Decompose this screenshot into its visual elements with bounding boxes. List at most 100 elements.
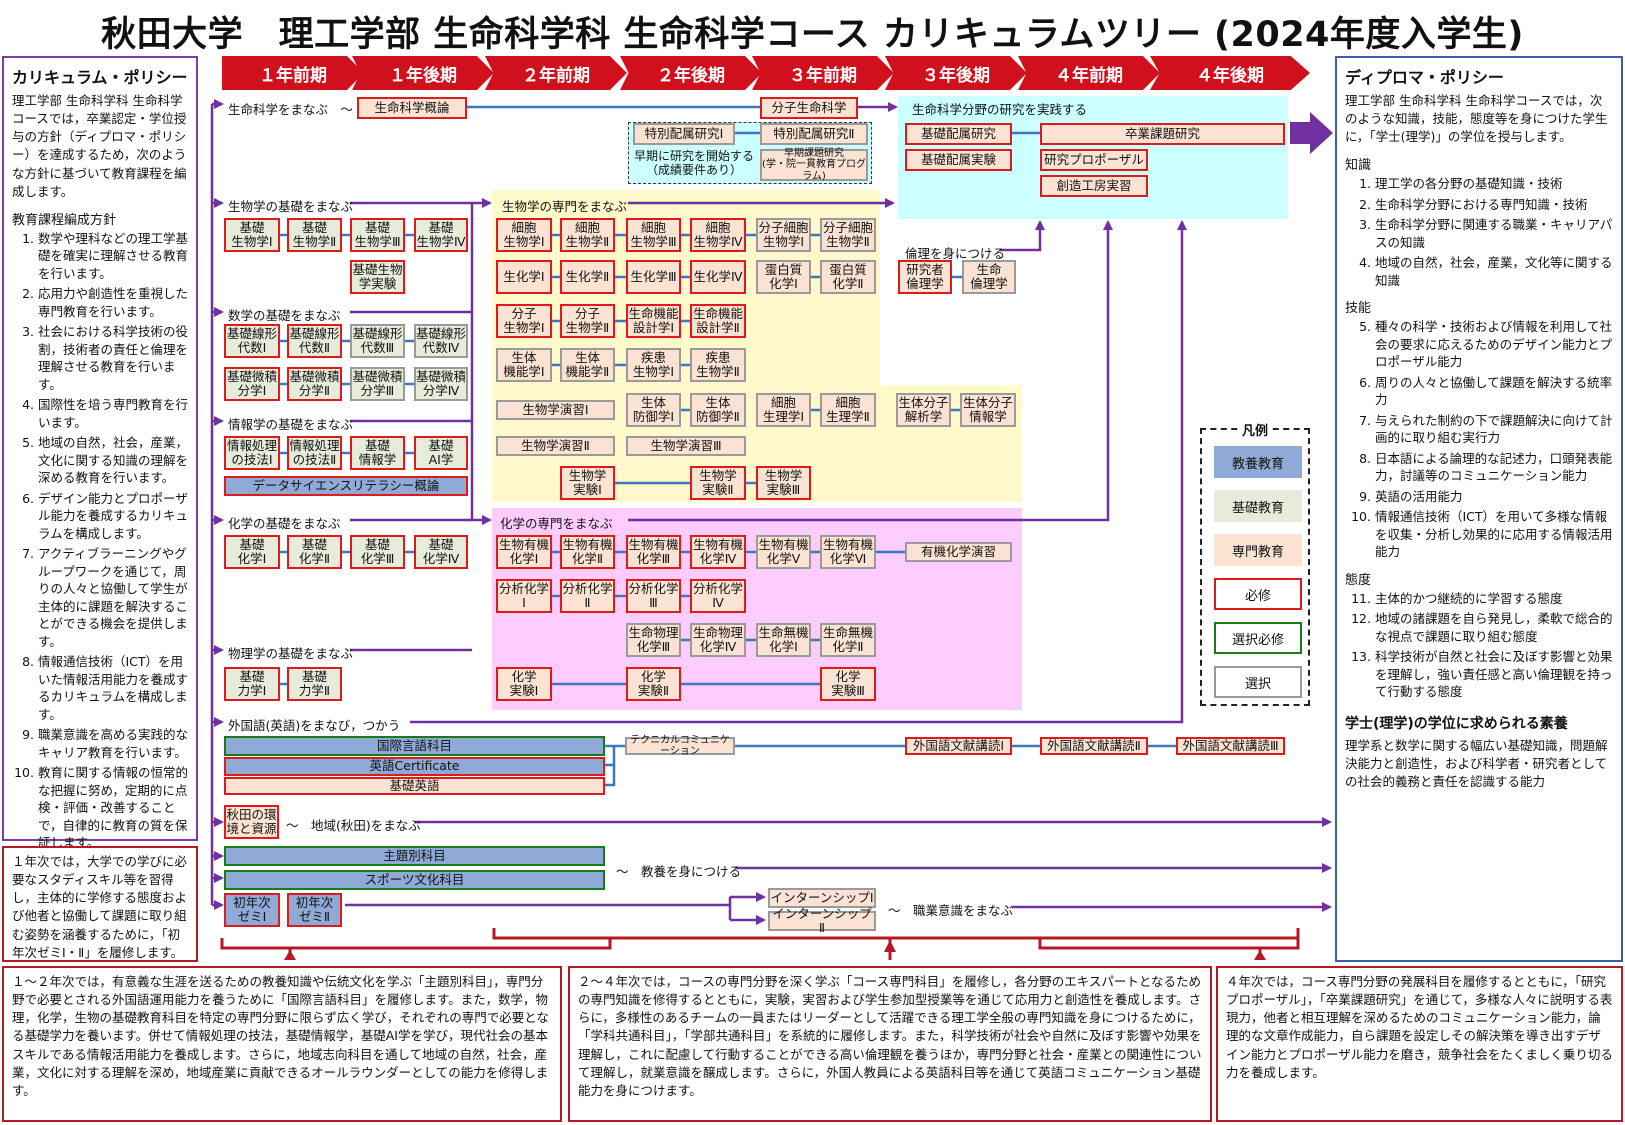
item-text: 職業意識を高める実践的なキャリア教育を行います。 xyxy=(38,727,189,760)
course-box: 基礎英語 xyxy=(224,777,605,795)
curriculum-policy-item: 1.数学や理科などの理工学基礎を確実に理解させる教育を行います。 xyxy=(12,230,188,283)
diploma-policy-item: 9.英語の活用能力 xyxy=(1345,488,1613,506)
diploma-policy-item: 7.与えられた制約の下で課題解決に向けて計画的に取り組む実行力 xyxy=(1345,412,1613,447)
chem-spec-label-tab xyxy=(492,508,624,532)
course-box: 細胞 生理学Ⅱ xyxy=(820,393,876,427)
course-box: 生物有機 化学Ⅲ xyxy=(626,535,681,569)
item-number: 8. xyxy=(1359,450,1371,466)
item-number: 2. xyxy=(1359,196,1371,212)
course-box: インターンシップⅠ xyxy=(768,888,876,908)
course-box: 細胞 生物学Ⅱ xyxy=(560,218,615,252)
item-number: 9. xyxy=(1359,488,1371,504)
course-box: 生命機能 設計学Ⅰ xyxy=(626,304,681,338)
curriculum-policy-intro: 理工学部 生命科学科 生命科学コースでは，卒業認定・学位授与の方針（ディプロマ・… xyxy=(12,93,187,199)
item-number: 4. xyxy=(1359,255,1371,271)
course-box: 外国語文献講読Ⅱ xyxy=(1040,737,1148,755)
course-box: 化学 実験Ⅲ xyxy=(820,667,876,701)
diploma-policy-intro: 理工学部 生命科学科 生命科学コースでは，次のような知識，技能，態度等を身につけ… xyxy=(1345,93,1608,145)
course-box: 生物有機 化学Ⅳ xyxy=(690,535,746,569)
note-years-1-2: １～２年次では，有意義な生涯を送るための教養知識や伝統文化を学ぶ「主題別科目」，… xyxy=(2,966,562,1122)
item-number: 3. xyxy=(1359,217,1371,233)
course-box: 分子細胞 生物学Ⅰ xyxy=(756,218,811,252)
label-region: ～ 地域(秋田)をまなぶ xyxy=(286,818,421,833)
course-box: 創造工房実習 xyxy=(1040,175,1148,197)
course-box: 疾患 生物学Ⅰ xyxy=(626,348,681,382)
item-text: 数学や理科などの理工学基礎を確実に理解させる教育を行います。 xyxy=(38,230,189,281)
item-text: 科学技術が自然と社会に及ぼす影響と効果を理解し，強い責任感と高い倫理観を持って行… xyxy=(1375,649,1613,700)
item-number: 5. xyxy=(1359,319,1371,335)
course-box: 疾患 生物学Ⅱ xyxy=(690,348,746,382)
course-box: 生命無機 化学Ⅰ xyxy=(756,623,811,657)
diploma-section-heading: 態度 xyxy=(1345,572,1372,588)
course-box: 生物学演習Ⅲ xyxy=(626,436,746,456)
diploma-policy-item: 13.科学技術が自然と社会に及ぼす影響と効果を理解し，強い責任感と高い倫理観を持… xyxy=(1345,648,1613,701)
course-box: 分析化学 Ⅲ xyxy=(626,579,681,613)
course-box: 基礎線形 代数Ⅱ xyxy=(287,324,342,358)
course-box: 基礎 化学Ⅲ xyxy=(350,535,405,569)
item-text: 主体的かつ継続的に学習する態度 xyxy=(1375,590,1563,606)
course-box: スポーツ文化科目 xyxy=(224,870,605,890)
legend: 凡例 教養教育 基礎教育 専門教育 必修 選択必修 選択 xyxy=(1200,424,1310,706)
course-box: 基礎 化学Ⅱ xyxy=(287,535,342,569)
label-math-basic: 数学の基礎をまなぶ xyxy=(228,308,341,323)
semester-header: ４年後期 xyxy=(1150,56,1310,90)
item-number: 6. xyxy=(22,490,34,506)
curriculum-policy-list: 1.数学や理科などの理工学基礎を確実に理解させる教育を行います。 2.応用力や創造… xyxy=(12,230,188,852)
item-text: 周りの人々と協働して課題を解決する統率力 xyxy=(1375,374,1613,408)
course-box: 分子 生物学Ⅱ xyxy=(560,304,615,338)
label-early-research: 早期に研究を開始する （成績要件あり） xyxy=(633,149,754,177)
legend-specialized: 専門教育 xyxy=(1214,534,1302,566)
course-box: 生命無機 化学Ⅱ xyxy=(820,623,876,657)
curriculum-policy-item: 3.社会における科学技術の役割，技術者の責任と倫理を理解させる教育を行います。 xyxy=(12,323,188,393)
curriculum-policy-item: 9.職業意識を高める実践的なキャリア教育を行います。 xyxy=(12,726,188,761)
course-box: 生物学 実験Ⅱ xyxy=(690,466,746,500)
item-number: 11. xyxy=(1351,590,1371,606)
course-box: 基礎線形 代数Ⅲ xyxy=(350,324,405,358)
course-box: 生物学 実験Ⅰ xyxy=(560,466,615,500)
item-number: 10. xyxy=(14,765,34,781)
course-box: 生物有機 化学Ⅱ xyxy=(560,535,615,569)
course-box: 生化学Ⅳ xyxy=(690,260,746,294)
course-box: インターンシップⅡ xyxy=(768,906,876,935)
label-bio-spec: 生物学の専門をまなぶ xyxy=(502,199,628,214)
course-box: 生物有機 化学Ⅴ xyxy=(756,535,811,569)
bachelor-title: 学士(理学)の学位に求められる素養 xyxy=(1345,715,1568,732)
item-number: 3. xyxy=(22,324,34,340)
diploma-section-list: 5.種々の科学・技術および情報を利用して社会の要求に応えるためのデザイン能力とプ… xyxy=(1345,318,1613,561)
legend-elective: 選択 xyxy=(1214,666,1302,698)
course-box: 研究者 倫理学 xyxy=(898,260,952,294)
course-box: 生命 倫理学 xyxy=(962,260,1016,294)
course-box: 基礎配属研究 xyxy=(905,123,1012,145)
course-box: 生化学Ⅱ xyxy=(560,260,615,294)
curriculum-policy-panel: カリキュラム・ポリシー 理工学部 生命科学科 生命科学コースでは，卒業認定・学位… xyxy=(2,56,198,850)
item-number: 12. xyxy=(1351,611,1371,627)
item-text: 情報通信技術（ICT）を用いた情報活用能力を養成するカリキュラムを構成します。 xyxy=(38,654,189,722)
item-number: 9. xyxy=(22,727,34,743)
curriculum-policy-item: 8.情報通信技術（ICT）を用いた情報活用能力を養成するカリキュラムを構成します… xyxy=(12,653,188,723)
item-number: 2. xyxy=(22,286,34,302)
course-box: 細胞 生物学Ⅲ xyxy=(626,218,681,252)
item-number: 1. xyxy=(1359,176,1371,192)
curriculum-policy-item: 4.国際性を培う専門教育を行います。 xyxy=(12,396,188,431)
course-box: 特別配属研究Ⅱ xyxy=(760,123,868,145)
course-box: 基礎生物 学実験 xyxy=(350,260,405,294)
course-box: 初年次 ゼミⅠ xyxy=(224,893,280,927)
course-box: 有機化学演習 xyxy=(905,542,1012,562)
semester-header: ４年前期 xyxy=(1018,56,1160,90)
course-box: 化学 実験Ⅱ xyxy=(626,667,681,701)
item-text: 応用力や創造性を重視した専門教育を行います。 xyxy=(38,286,189,319)
course-box: 生体 機能学Ⅰ xyxy=(496,348,552,382)
legend-title: 凡例 xyxy=(1202,420,1308,439)
course-box: 生体分子 解析学 xyxy=(896,393,951,427)
item-text: 生命科学分野に関連する職業・キャリアパスの知識 xyxy=(1375,217,1613,250)
course-box: 基礎 情報学 xyxy=(350,436,405,470)
first-year-note: １年次では，大学での学びに必要なスタディスキル等を習得し，主体的に学修する態度お… xyxy=(2,846,198,962)
diploma-policy-title: ディプロマ・ポリシー xyxy=(1345,68,1504,87)
note-year-4: ４年次では，コース専門分野の発展科目を履修するとともに，「研究プロポーザル」，「… xyxy=(1216,966,1623,1122)
diploma-policy-item: 10.情報通信技術（ICT）を用いて多様な情報を収集・分析し効果的に応用する情報… xyxy=(1345,508,1613,561)
item-text: 英語の活用能力 xyxy=(1375,488,1463,504)
item-text: 社会における科学技術の役割，技術者の責任と倫理を理解させる教育を行います。 xyxy=(38,324,189,392)
course-box: 蛋白質 化学Ⅰ xyxy=(756,260,811,294)
